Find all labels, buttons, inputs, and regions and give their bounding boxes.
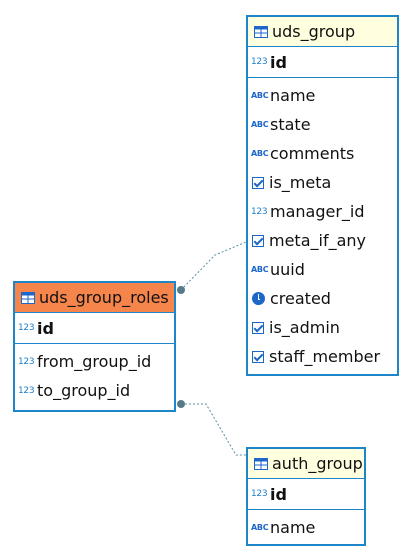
boolean-type-icon — [252, 234, 264, 247]
entity-title: auth_group — [272, 454, 363, 473]
entity-header[interactable]: uds_group — [248, 17, 397, 47]
entity-header[interactable]: auth_group — [248, 449, 364, 479]
numeric-key-icon: 123 — [251, 489, 268, 499]
column-name: meta_if_any — [269, 231, 366, 250]
column-name: manager_id — [270, 202, 365, 221]
column-row[interactable]: meta_if_any — [248, 226, 397, 255]
boolean-type-icon — [252, 321, 264, 334]
column-row[interactable]: 123 id — [248, 479, 364, 509]
connector-endpoint-from-group — [177, 286, 185, 294]
entity-header[interactable]: uds_group_roles — [15, 283, 174, 313]
column-name: comments — [270, 144, 355, 163]
text-type-icon: ABC — [251, 119, 269, 129]
column-name: name — [270, 86, 316, 105]
column-row[interactable]: created — [248, 284, 397, 313]
boolean-type-icon — [252, 350, 264, 363]
column-row[interactable]: 123 id — [15, 313, 174, 343]
column-name: state — [270, 115, 311, 134]
primary-key-section: 123 id — [15, 313, 174, 344]
connector-to-group-to-auth-group[interactable] — [181, 403, 246, 456]
numeric-key-icon: 123 — [18, 323, 35, 333]
column-name: is_meta — [269, 173, 332, 192]
text-type-icon: ABC — [251, 90, 269, 100]
column-name: uuid — [270, 260, 305, 279]
primary-key-section: 123 id — [248, 479, 364, 510]
text-type-icon: ABC — [251, 522, 269, 532]
numeric-type-icon: 123 — [18, 356, 35, 367]
text-type-icon: ABC — [251, 148, 269, 158]
boolean-type-icon — [252, 176, 264, 189]
table-icon — [21, 291, 35, 304]
connector-from-group-to-uds-group[interactable] — [180, 241, 247, 291]
column-name: created — [270, 289, 331, 308]
numeric-key-icon: 123 — [251, 57, 268, 67]
table-icon — [254, 457, 268, 470]
column-name: id — [270, 484, 287, 504]
column-row[interactable]: staff_member — [248, 342, 397, 371]
primary-key-section: 123 id — [248, 47, 397, 78]
column-row[interactable]: is_admin — [248, 313, 397, 342]
entity-title: uds_group — [272, 22, 356, 41]
column-name: is_admin — [269, 318, 340, 337]
column-row[interactable]: 123 id — [248, 47, 397, 77]
entity-title: uds_group_roles — [39, 288, 169, 307]
column-name: from_group_id — [37, 352, 152, 371]
text-type-icon: ABC — [251, 264, 269, 274]
numeric-type-icon: 123 — [251, 206, 268, 217]
connector-endpoint-to-group — [177, 400, 185, 408]
column-name: name — [270, 518, 316, 537]
column-row[interactable]: is_meta — [248, 168, 397, 197]
table-icon — [254, 25, 268, 38]
column-name: staff_member — [269, 347, 381, 366]
datetime-type-icon — [252, 292, 265, 305]
column-name: id — [270, 52, 287, 72]
column-name: id — [37, 318, 54, 338]
column-name: to_group_id — [37, 381, 131, 400]
numeric-type-icon: 123 — [18, 385, 35, 396]
